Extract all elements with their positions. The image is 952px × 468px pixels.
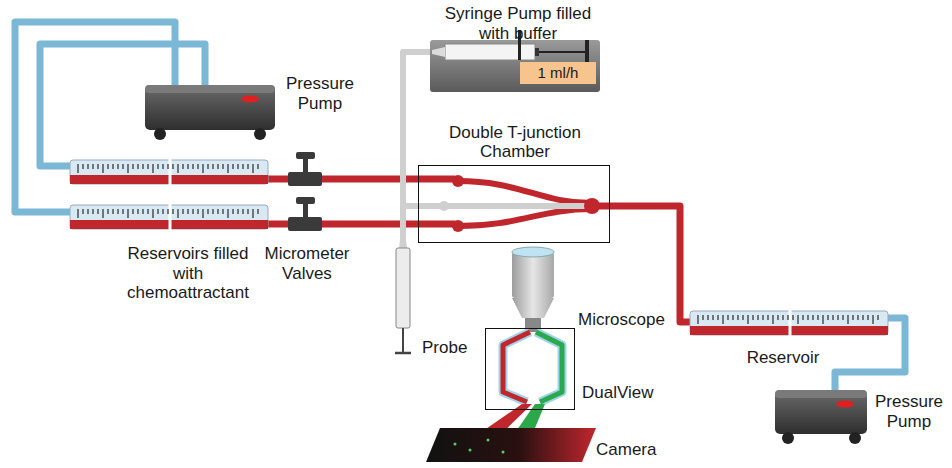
dualview-optics [503,332,562,402]
device-label: Micrometer Valves [255,244,359,283]
inlet [439,201,449,211]
microscope-objective [512,247,554,332]
pressure-pump [775,390,867,444]
device-label: Reservoirs filled with chemoattractant [118,244,258,303]
inlet [452,175,464,187]
device-label: Reservoir [738,348,828,368]
device-label: Microscope [578,310,673,330]
label-holder: Probe [422,338,482,358]
text-holder: 1 ml/h [520,62,596,84]
pressure-pump [145,85,275,140]
node-label: Double T-junction Chamber [429,123,601,162]
device-label: Pressure Pump [871,392,947,431]
node-label: DualView [582,383,654,403]
probe-syringe [395,240,411,353]
label-holder: Reservoirs filled with chemoattractant [118,244,258,303]
camera [426,428,596,462]
chamber-box: Double T-junction Chamber [418,165,610,243]
outlet-tube [592,206,695,322]
text-holder: DualView [582,383,654,403]
label-holder: Pressure Pump [280,74,360,113]
device-label: Probe [422,338,482,358]
device-label: Camera [596,440,676,460]
buffer-tube [403,203,592,209]
inlet [452,220,464,232]
channel [458,209,592,226]
label-holder: Microscope [578,310,673,330]
channel [458,181,592,203]
micrometer-valve [288,152,322,231]
device-label: Pressure Pump [280,74,360,113]
reservoir-syringe [70,156,888,339]
label-holder: Camera [596,440,676,460]
dualview-box: DualView [485,328,575,410]
text-holder: Double T-junction Chamber [429,123,601,166]
label-holder: Pressure Pump [871,392,947,431]
display-text: 1 ml/h [538,64,579,81]
label-holder: Micrometer Valves [255,244,359,283]
label-holder: Reservoir [738,348,828,368]
device-label: Syringe Pump filled with buffer [428,4,608,43]
label-holder: Syringe Pump filled with buffer [428,4,608,43]
rate-display: 1 ml/h [520,62,596,84]
outlet [584,198,600,214]
